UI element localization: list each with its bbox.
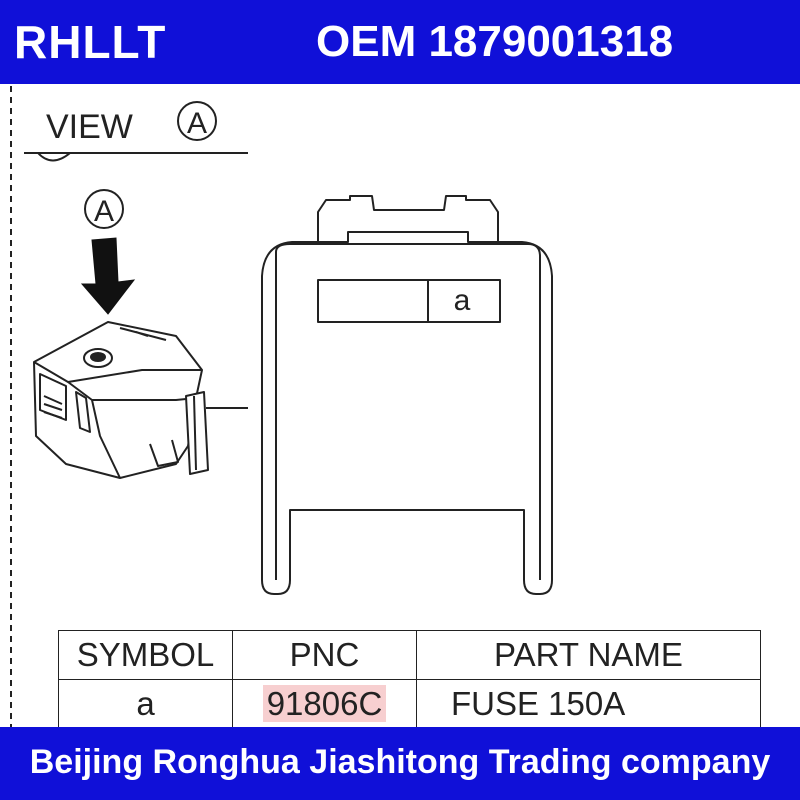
view-marker-circle (177, 101, 217, 141)
parts-table: SYMBOL PNC PART NAME a 91806C FUSE 150A (58, 630, 761, 729)
view-label: VIEW (46, 108, 133, 146)
cell-pnc: 91806C (232, 679, 417, 729)
parts-diagram: VIEW A A a (10, 86, 553, 727)
bottom-banner: Beijing Ronghua Jiashitong Trading compa… (0, 727, 800, 800)
arrow-marker-circle (84, 189, 124, 229)
fuse-slot-symbol: a (454, 284, 471, 317)
fuse-box-top-view (261, 195, 553, 595)
fuse-box-isometric (33, 321, 209, 479)
company-name: Beijing Ronghua Jiashitong Trading compa… (29, 743, 771, 781)
view-direction-arrow-icon (80, 237, 136, 315)
top-banner: RHLLT OEM 1879001318 (0, 0, 800, 84)
cell-part-name: FUSE 150A (416, 679, 761, 729)
view-marker-letter: A (187, 107, 207, 140)
table-header-row: SYMBOL PNC PART NAME (58, 630, 761, 680)
cell-symbol: a (58, 679, 233, 729)
header-pnc: PNC (232, 630, 417, 680)
arrow-marker-letter: A (94, 195, 114, 228)
pnc-highlight: 91806C (262, 685, 387, 722)
table-row: a 91806C FUSE 150A (58, 679, 761, 729)
oem-number: OEM 1879001318 (316, 17, 674, 66)
header-symbol: SYMBOL (58, 630, 233, 680)
header-part-name: PART NAME (416, 630, 761, 680)
brand-name: RHLLT (14, 16, 167, 68)
view-section-mark (37, 152, 71, 162)
